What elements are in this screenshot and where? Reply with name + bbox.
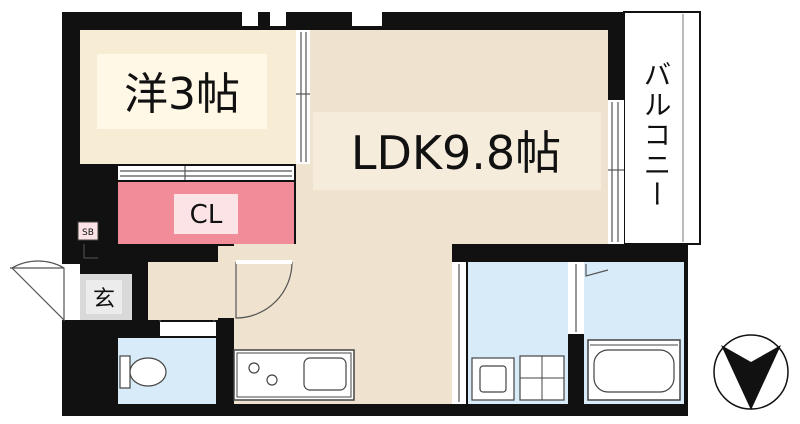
- entrance-label-bg: [86, 280, 122, 314]
- kitchen-counter-inner: [236, 352, 352, 398]
- washbasin: [471, 357, 515, 401]
- western-room-label: 洋3帖: [124, 69, 240, 120]
- shoe-box: [77, 221, 99, 241]
- top-window-1: [242, 12, 258, 26]
- stove-burner-1: [248, 362, 260, 374]
- entrance-label: 玄: [93, 287, 115, 312]
- front-door-swing: [11, 260, 65, 322]
- toilet-tank: [119, 355, 131, 389]
- top-window-2: [270, 12, 286, 26]
- shoe-box-door: [83, 244, 98, 259]
- balcony: [623, 11, 701, 245]
- hall-floor: [148, 262, 218, 320]
- shoe-box-label: SB: [82, 228, 94, 238]
- washbasin-bowl: [479, 365, 507, 393]
- bathroom-door-swing: [585, 264, 609, 277]
- closet-label: CL: [190, 200, 223, 230]
- hall-door-gap: [236, 260, 292, 264]
- balcony-label: バルコニー: [640, 60, 673, 210]
- hallway: [218, 246, 238, 318]
- stove-burner-2: [266, 374, 278, 386]
- north-arrow-icon: [713, 334, 789, 410]
- toilet-bowl: [129, 357, 167, 387]
- western-room-label-bg: [97, 54, 267, 129]
- ldk-label: LDK9.8帖: [351, 126, 561, 180]
- closet-door-track: [118, 166, 294, 180]
- ldk-label-bg: [313, 112, 601, 190]
- front-door-gap: [62, 264, 80, 320]
- bathtub-inner: [593, 349, 675, 393]
- kitchen-sink: [303, 357, 347, 391]
- hall-door-swing: [235, 261, 293, 319]
- western-door-track: [296, 30, 310, 164]
- closet-label-bg: [174, 194, 238, 234]
- top-window-3: [352, 12, 382, 26]
- toilet-door-gap: [160, 322, 216, 336]
- balcony-door-track: [608, 100, 624, 244]
